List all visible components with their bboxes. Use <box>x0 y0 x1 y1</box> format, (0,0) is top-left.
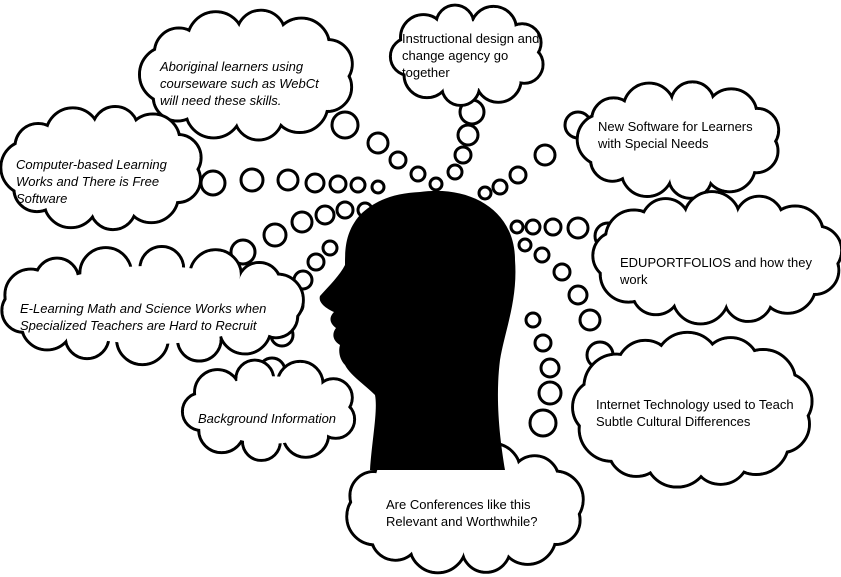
thought-cloud-background <box>180 358 357 462</box>
thought-internet: Internet Technology used to Teach Subtle… <box>596 397 794 429</box>
thought-cloud-new-software <box>575 80 781 200</box>
thought-bubble <box>533 143 557 167</box>
thought-bubble <box>199 169 227 197</box>
thought-cloud-aboriginal <box>138 8 354 142</box>
thought-cloud-elearning <box>0 245 305 367</box>
thought-instructional: Instructional design and change agency g… <box>402 31 540 80</box>
thought-new-software: New Software for Learners with Special N… <box>598 119 753 151</box>
thought-bubble <box>566 216 590 240</box>
thought-bubble <box>446 163 464 181</box>
thought-bubble <box>306 252 326 272</box>
thought-bubble <box>552 262 572 282</box>
thought-eduportfolios: EDUPORTFOLIOS and how they work <box>620 255 812 287</box>
thought-bubble <box>330 110 360 140</box>
thought-computer-based: Computer-based Learning Works and There … <box>16 157 167 206</box>
thought-bubble <box>409 165 427 183</box>
thought-bubble <box>314 204 336 226</box>
thought-bubble <box>304 172 326 194</box>
thought-bubble <box>328 174 348 194</box>
thought-bubble <box>239 167 265 193</box>
thought-bubble <box>366 131 390 155</box>
thought-bubble <box>533 246 551 264</box>
thought-bubble <box>537 380 563 406</box>
thought-aboriginal: Aboriginal learners using courseware suc… <box>160 59 319 108</box>
thought-bubble <box>349 176 367 194</box>
thought-background: Background Information <box>198 411 337 426</box>
bubble-trail-computer-based <box>199 167 386 197</box>
thought-bubble <box>509 219 525 235</box>
head-silhouette <box>319 190 516 471</box>
thought-bubble <box>517 237 533 253</box>
thought-bubble <box>543 217 563 237</box>
thought-bubble <box>578 308 602 332</box>
thought-elearning: E-Learning Math and Science Works when S… <box>20 301 267 333</box>
thought-cloud-computer-based <box>0 105 203 232</box>
thought-bubble <box>453 145 473 165</box>
bubble-trail-conferences <box>524 311 563 438</box>
thought-bubble <box>262 222 288 248</box>
thought-bubble <box>428 176 444 192</box>
bubble-trail-aboriginal <box>330 110 444 192</box>
thought-bubble <box>528 408 558 438</box>
thought-bubble <box>533 333 553 353</box>
thought-bubble <box>491 178 509 196</box>
thought-cloud-internet <box>571 330 814 489</box>
thought-conferences: Are Conferences like this Relevant and W… <box>386 497 538 529</box>
thought-bubble <box>524 311 542 329</box>
thought-cloud-instructional <box>388 3 545 107</box>
thought-bubble <box>290 210 314 234</box>
thought-bubble <box>477 185 493 201</box>
thought-cloud-eduportfolios <box>591 190 841 326</box>
thought-bubble <box>567 284 589 306</box>
bubble-trail-internet <box>517 237 615 370</box>
thought-bubble <box>321 239 339 257</box>
thought-bubble <box>539 357 561 379</box>
thought-bubble <box>276 168 300 192</box>
thought-bubble <box>335 200 355 220</box>
bubble-trail-instructional <box>446 98 486 181</box>
bubble-trail-new-software <box>477 110 593 201</box>
thought-bubble <box>524 218 542 236</box>
thought-bubble <box>508 165 528 185</box>
thought-bubble <box>388 150 408 170</box>
thought-bubble <box>229 238 257 266</box>
thought-bubble <box>456 123 480 147</box>
thought-bubble <box>370 179 386 195</box>
